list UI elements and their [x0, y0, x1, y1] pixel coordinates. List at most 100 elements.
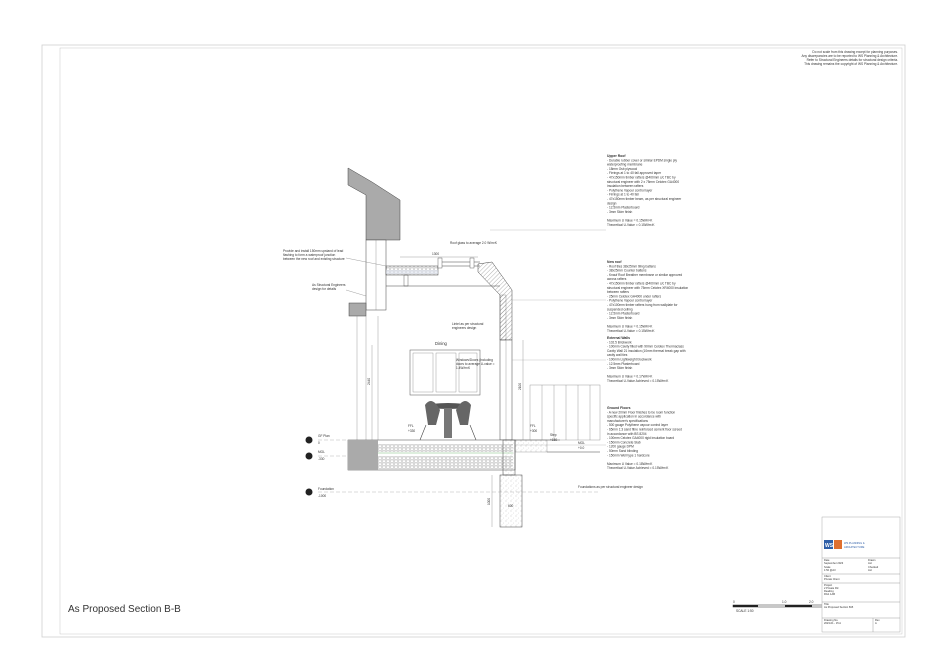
svg-text:GF Plan: GF Plan [318, 434, 330, 438]
drawing-title: As Proposed Section B-B [68, 604, 181, 615]
level-datum-icon [305, 488, 313, 496]
spec-block: External Walls- 102.5 Brickwork- 100mm C… [607, 336, 686, 383]
spec-heading: New roof [607, 260, 622, 264]
svg-text:Date: Date [824, 558, 830, 562]
svg-text:Drawing No.: Drawing No. [824, 618, 839, 622]
spec-line: - 65mm 1:3 sand fibre reinforced cement … [607, 428, 682, 432]
spec-line: Cavity Wall 21 insulation (10mm thermal … [607, 349, 686, 353]
spec-line: cavity wall ties [607, 353, 628, 357]
svg-text:Title: Title [824, 602, 829, 606]
spec-line: - 150mm Well type 1 hardcore [607, 453, 650, 457]
level-datum-icon [305, 436, 313, 444]
spec-line: - 47x100mm timber rafters hung from wall… [607, 303, 678, 307]
svg-text:SCALE 1:50: SCALE 1:50 [736, 609, 754, 613]
spec-line: - 47x150mm timber beam, as per structura… [607, 197, 682, 201]
spec-heading: Ground Floors [607, 406, 631, 410]
note-structural: As Structural Engineers design for detai… [312, 283, 346, 291]
spec-line: - 1200 gauge DPM [607, 445, 634, 449]
svg-text:RG1 1AB: RG1 1AB [824, 592, 835, 596]
svg-text:Do not scale from this drawing: Do not scale from this drawing except fo… [812, 50, 898, 54]
garden-fence [529, 384, 601, 441]
spec-line: - 150mm Concrete Slab [607, 440, 641, 444]
spec-line: structural engineer with 75mm Celotex XR… [607, 286, 688, 290]
svg-text:Private Client: Private Client [824, 577, 840, 581]
level-lines [318, 439, 600, 493]
ground-floor-slab [347, 439, 516, 471]
spec-line: - Polythene Vapour control layer [607, 299, 653, 303]
rooflight-frame [437, 257, 443, 269]
spec-heading: Upper Roof [607, 154, 626, 158]
svg-text:+300: +300 [530, 429, 537, 433]
spec-line: - 50mm Sand blinding [607, 449, 638, 453]
spec-line: across rafters [607, 277, 627, 281]
svg-text:FFL: FFL [530, 424, 536, 428]
structural-leader [345, 289, 367, 297]
spec-line: - 102.5 Brickwork [607, 340, 632, 344]
spot-levels: FFL +330 FFL +300 Step +150 MGL +0.0 [408, 424, 585, 450]
note-lintel: Lintel as per structural engineers desig… [452, 322, 484, 330]
spec-line: design [607, 201, 617, 205]
dim-foundation-width: 600 [508, 504, 514, 508]
spec-line: Maximum U Value = 0.15W/m²K [607, 325, 653, 329]
svg-text:Project: Project [824, 583, 832, 587]
spec-line: Theoretical U-Value = 0.15W/m²K [607, 223, 655, 227]
svg-text:MGL: MGL [318, 450, 325, 454]
svg-text:A: A [875, 621, 877, 625]
svg-text:Foundation: Foundation [318, 487, 334, 491]
svg-text:Scale: Scale [824, 565, 831, 569]
note-foundations: Foundations as per structural engineer d… [578, 485, 643, 489]
level-datum-icon [305, 452, 313, 460]
svg-text:AH: AH [868, 568, 872, 572]
spec-line: - 100mm Lightweight blockwork [607, 358, 652, 362]
svg-text:ARCHITECTURE: ARCHITECTURE [844, 545, 865, 549]
existing-house-wall [347, 167, 401, 440]
svg-text:1:50 @A3: 1:50 @A3 [824, 568, 836, 572]
level-marker-foundation: Foundation -1000 [305, 487, 334, 498]
spec-line: - 25mm Celotex GA4000 under rafters [607, 294, 661, 298]
spec-line: manufacturer's specifications [607, 419, 648, 423]
spec-line: - 100mm Cavity filled with 90mm Celotex … [607, 345, 684, 349]
spec-line: - Polythene Vapour control layer [607, 188, 653, 192]
svg-text:-330: -330 [318, 457, 325, 461]
spec-line: Theoretical U-Value Achieved = 0.15W/m²K [607, 466, 669, 470]
sheet-outer-border [41, 44, 906, 638]
svg-text:2440: 2440 [367, 378, 371, 385]
spec-line: - Durable rubber cover or similar EPDM s… [607, 158, 677, 162]
spec-line: structural engineer with 2 x 75mm Celote… [607, 180, 679, 184]
svg-text:Drawn: Drawn [868, 558, 876, 562]
dimension-lines: 2440 2100 [367, 340, 524, 440]
spec-line: - 3mm Skim finish [607, 316, 633, 320]
svg-text:AH: AH [868, 561, 872, 565]
spec-line: - 18mm Osb plywood [607, 167, 637, 171]
spec-line: - Firrings at 1 to 40 fall approved tape… [607, 171, 662, 175]
svg-text:2 Private Rd: 2 Private Rd [824, 586, 839, 590]
level-marker-gf: GF Plan 0 [305, 434, 330, 445]
spec-line: - 3mm Skim finish [607, 210, 633, 214]
spec-line: Maximum U Value = 0.15W/m²K [607, 219, 653, 223]
spec-line: - 47x150mm timber rafters @400mm c/c TBC… [607, 282, 676, 286]
svg-text:0: 0 [318, 441, 320, 445]
spec-line: - 12.5mm Plasterboard [607, 362, 640, 366]
spec-line: - 100mm Celotex GA4000 rigid insulation … [607, 436, 674, 440]
svg-text:MGL: MGL [578, 441, 585, 445]
dining-furniture [419, 401, 477, 441]
spec-leaders [490, 229, 606, 446]
svg-text:Checked: Checked [868, 565, 879, 569]
spec-line: - 12.5mm Plasterboard [607, 206, 640, 210]
svg-text:+330: +330 [408, 429, 415, 433]
svg-text:0: 0 [733, 600, 735, 604]
spec-block: Ground Floors- A new 20mm Floor finishes… [607, 406, 682, 470]
spec-line: between rafters [607, 290, 629, 294]
svg-text:1.0: 1.0 [782, 600, 787, 604]
svg-text:Refer to Structural Engineers: Refer to Structural Engineers details fo… [807, 58, 899, 62]
company-logo [824, 540, 833, 549]
spec-line: - Firrings at 1 to 40 fall [607, 193, 639, 197]
svg-text:FFL: FFL [408, 424, 414, 428]
spec-line: - A new 20mm Floor finishes to be room f… [607, 410, 675, 414]
svg-text:This drawing remains the copyr: This drawing remains the copyright of WS… [804, 62, 898, 66]
spec-line: in accordance with BS 8204 [607, 432, 647, 436]
dim-foundation-depth: 1000 [487, 498, 491, 505]
svg-text:2023-01 - 15 A: 2023-01 - 15 A [824, 621, 841, 625]
svg-text:+150: +150 [550, 438, 557, 442]
